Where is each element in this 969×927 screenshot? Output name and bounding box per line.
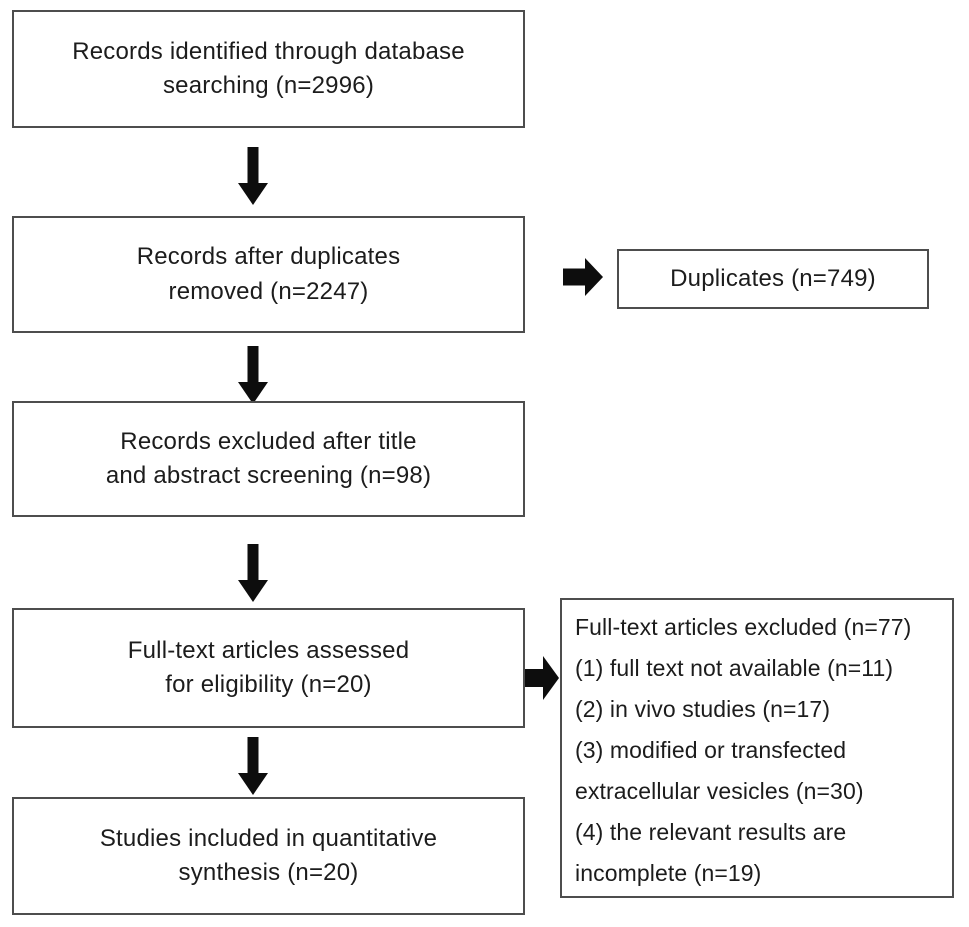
right-arrow-icon-2: [525, 656, 559, 700]
box-records-after-duplicates: Records after duplicates removed (n=2247…: [12, 216, 525, 333]
box-studies-included-line-2: synthesis (n=20): [178, 859, 359, 886]
box-fulltext-assessed-line-1: Full-text articles assessed: [127, 636, 410, 664]
right-arrow-icon-1: [563, 258, 603, 296]
box-fulltext-excluded-line-1: Full-text articles excluded (n=77): [575, 614, 912, 640]
down-arrow-icon-2: [238, 346, 268, 404]
box-records-identified-line-2: searching (n=2996): [162, 72, 375, 99]
box-records-after-duplicates-line-2: removed (n=2247): [168, 277, 369, 305]
box-studies-included-line-1: Studies included in quantitative: [99, 824, 438, 852]
box-fulltext-excluded-line-7: incomplete (n=19): [575, 860, 762, 886]
box-fulltext-excluded-line-4: (3) modified or transfected: [575, 737, 847, 763]
down-arrow-icon-1: [238, 147, 268, 205]
box-fulltext-assessed: Full-text articles assessed for eligibil…: [12, 608, 525, 728]
box-studies-included: Studies included in quantitative synthes…: [12, 797, 525, 915]
box-duplicates: Duplicates (n=749): [617, 249, 929, 309]
down-arrow-icon-4: [238, 737, 268, 795]
box-records-excluded-screening-line-2: and abstract screening (n=98): [105, 462, 432, 489]
box-records-identified: Records identified through database sear…: [12, 10, 525, 128]
box-fulltext-excluded-line-3: (2) in vivo studies (n=17): [575, 696, 831, 722]
box-fulltext-excluded-line-5: extracellular vesicles (n=30): [575, 778, 864, 804]
box-duplicates-line-1: Duplicates (n=749): [670, 264, 876, 292]
down-arrow-icon-3: [238, 544, 268, 602]
box-records-excluded-screening: Records excluded after title and abstrac…: [12, 401, 525, 517]
box-records-after-duplicates-line-1: Records after duplicates: [136, 243, 401, 271]
box-fulltext-excluded-line-2: (1) full text not available (n=11): [575, 655, 894, 681]
box-fulltext-excluded-line-6: (4) the relevant results are: [575, 819, 847, 845]
box-records-identified-line-1: Records identified through database: [72, 37, 465, 65]
box-fulltext-excluded: Full-text articles excluded (n=77) (1) f…: [560, 598, 954, 898]
box-fulltext-assessed-line-2: for eligibility (n=20): [165, 671, 372, 698]
box-records-excluded-screening-line-1: Records excluded after title: [120, 427, 417, 455]
